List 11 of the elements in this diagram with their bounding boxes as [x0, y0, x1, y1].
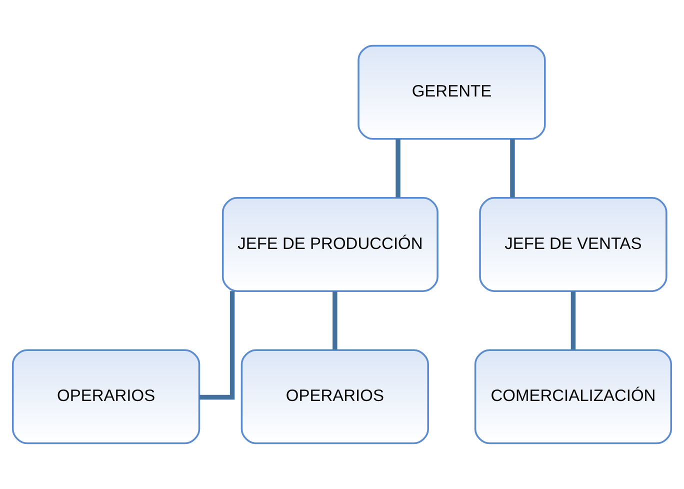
node-box: JEFE DE VENTAS — [479, 197, 668, 292]
node-box: OPERARIOS — [12, 349, 200, 444]
connector — [332, 291, 338, 350]
connector — [396, 139, 400, 198]
connector — [199, 291, 235, 400]
node-box: OPERARIOS — [240, 349, 429, 444]
node-box: JEFE DE PRODUCCIÓN — [222, 197, 438, 292]
connector — [570, 291, 576, 350]
node-box: GERENTE — [358, 44, 546, 140]
connector — [510, 139, 515, 198]
node-box: COMERCIALIZACIÓN — [474, 349, 672, 444]
